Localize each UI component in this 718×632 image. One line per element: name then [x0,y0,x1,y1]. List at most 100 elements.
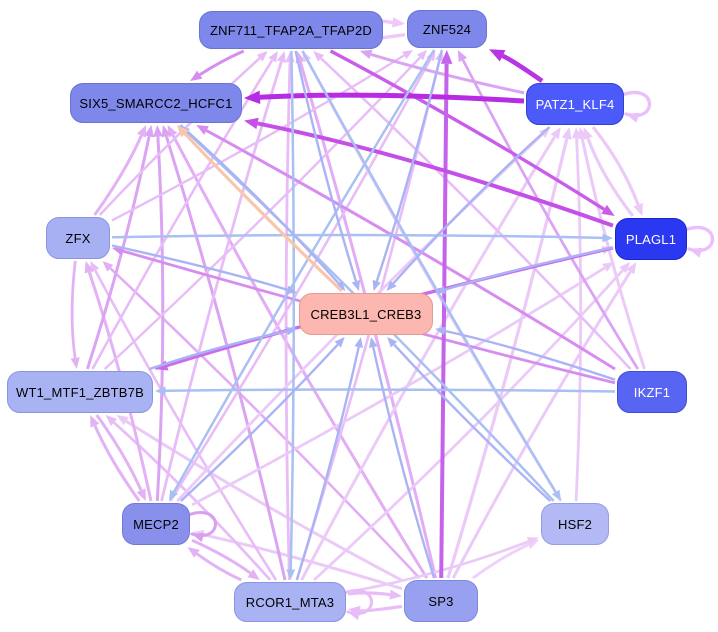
edge-sp3-zfx-arrowhead [102,261,114,272]
edge-mecp2-wt1-arrowhead [90,415,100,428]
edge-hsf2-creb[interactable] [393,343,552,502]
edge-rcor1-wt1[interactable] [112,421,272,581]
self-loop-plagl1-arrowhead [689,247,703,258]
edge-zfx-znf711[interactable] [98,57,261,216]
edge-znf711-rcor1[interactable] [289,50,296,570]
edge-sp3-plagl1-arrowhead [626,262,637,275]
edge-patz1-plagl1-arrowhead [633,202,643,216]
edge-mecp2-znf524[interactable] [169,58,432,502]
edge-patz1-plagl1[interactable] [591,126,640,206]
edge-znf524-creb-arrowhead [372,279,381,291]
node-rcor1[interactable]: RCOR1_MTA3 [234,582,346,622]
edge-zfx-plagl1[interactable] [111,233,603,240]
edge-sp3-wt1[interactable] [125,419,403,582]
edge-rcor1-znf711[interactable] [284,62,292,581]
edge-rcor1-patz1-arrowhead [550,127,561,140]
node-znf711[interactable]: ZNF711_TFAP2A_TFAP2D [199,11,383,49]
self-loop-plagl1[interactable] [683,226,715,253]
edge-mecp2-plagl1[interactable] [191,266,606,507]
edge-wt1-creb-arrowhead [286,326,297,336]
node-plagl1[interactable]: PLAGL1 [615,218,687,260]
edge-zfx-six5[interactable] [93,134,143,216]
node-creb[interactable]: CREB3L1_CREB3 [299,293,433,335]
edge-wt1-creb[interactable] [149,329,288,371]
edge-sp3-creb-arrowhead [369,337,378,348]
edge-sp3-znf524[interactable] [439,63,449,579]
edge-znf711-six5[interactable] [198,49,245,76]
edge-rcor1-znf711-arrowhead [285,51,295,63]
edge-rcor1-hsf2[interactable] [347,540,530,594]
edge-mecp2-creb[interactable] [180,343,339,502]
edge-wt1-mecp2-arrowhead [136,488,146,501]
edge-sp3-creb[interactable] [372,346,436,579]
edge-ikzf1-znf711[interactable] [320,57,632,370]
edge-znf524-creb[interactable] [375,49,444,282]
edge-mecp2-rcor1-arrowhead [247,569,260,580]
edge-patz1-znf711[interactable] [370,52,525,95]
node-zfx[interactable]: ZFX [46,217,110,259]
edge-znf711-plagl1-arrowhead [601,204,615,216]
node-mecp2[interactable]: MECP2 [122,503,190,545]
self-loop-mecp2-arrowhead [192,532,205,543]
edge-ikzf1-creb-arrowhead [435,326,446,336]
edge-sp3-zfx[interactable] [109,267,421,579]
edge-znf711-creb[interactable] [294,50,358,282]
edge-plagl1-creb-arrowhead [435,285,447,294]
node-patz1[interactable]: PATZ1_KLF4 [526,83,624,125]
edge-mecp2-rcor1[interactable] [191,538,252,575]
edge-znf711-hsf2[interactable] [301,50,557,493]
edge-plagl1-six5[interactable] [257,121,614,228]
node-znf524[interactable]: ZNF524 [407,10,487,48]
edge-sp3-hsf2[interactable] [472,543,530,580]
edge-rcor1-hsf2-arrowhead [526,537,539,546]
node-wt1[interactable]: WT1_MTF1_ZBTB7B [7,371,153,413]
node-sp3[interactable]: SP3 [404,580,478,622]
edge-plagl1-patz1-arrowhead [583,127,593,141]
edge-rcor1-creb[interactable] [295,346,360,581]
edge-znf524-mecp2-arrowhead [168,489,178,501]
edge-wt1-znf711-arrowhead [268,51,278,63]
edge-wt1-znf524-arrowhead [416,50,428,61]
edge-mecp2-plagl1-arrowhead [602,262,615,272]
edge-ikzf1-patz1[interactable] [580,138,646,370]
edge-sp3-rcor1[interactable] [359,604,403,613]
edge-mecp2-creb-arrowhead [334,337,345,348]
edge-patz1-creb[interactable] [392,126,551,285]
edge-ikzf1-wt1-arrowhead [155,386,166,396]
edge-ikzf1-six5[interactable] [205,129,616,371]
node-hsf2[interactable]: HSF2 [541,503,609,545]
edge-patz1-six5[interactable] [259,92,525,104]
edge-rcor1-mecp2[interactable] [196,552,242,582]
edge-patz1-znf711-arrowhead [359,49,373,60]
edge-mecp2-six5-arrowhead [153,125,163,137]
edge-znf711-plagl1[interactable] [329,49,606,211]
edge-plagl1-creb[interactable] [444,246,614,291]
self-loop-rcor1-arrowhead [348,610,361,621]
edge-ikzf1-wt1[interactable] [165,388,616,393]
edge-zfx-znf711-arrowhead [256,51,268,62]
edge-six5-creb[interactable] [179,124,340,285]
self-loop-patz1[interactable] [620,91,652,118]
edge-creb-six5[interactable] [183,132,343,293]
node-ikzf1[interactable]: IKZF1 [617,371,687,413]
edge-mecp2-wt1[interactable] [93,424,141,502]
edge-zfx-wt1[interactable] [70,260,77,359]
edge-rcor1-wt1-arrowhead [105,415,118,426]
edge-plagl1-patz1[interactable] [586,137,635,217]
edge-wt1-mecp2[interactable] [95,414,143,492]
edge-znf711-rcor1-arrowhead [286,569,296,580]
edge-mecp2-six5[interactable] [155,136,165,502]
edge-sp3-plagl1[interactable] [451,270,632,579]
edge-sp3-znf524-arrowhead [440,50,453,64]
edge-ikzf1-six5-arrowhead [196,125,209,135]
edge-sp3-mecp2[interactable] [202,533,403,591]
edge-zfx-creb[interactable] [111,244,288,291]
edge-rcor1-six5[interactable] [164,135,287,581]
node-six5[interactable]: SIX5_SMARCC2_HCFC1 [70,83,242,123]
edge-ikzf1-creb[interactable] [444,329,616,381]
edge-zfx-znf524[interactable] [111,54,405,222]
edge-patz1-znf524[interactable] [501,53,544,83]
edge-znf711-znf524-arrowhead [391,17,405,28]
edge-znf524-mecp2[interactable] [172,49,436,493]
